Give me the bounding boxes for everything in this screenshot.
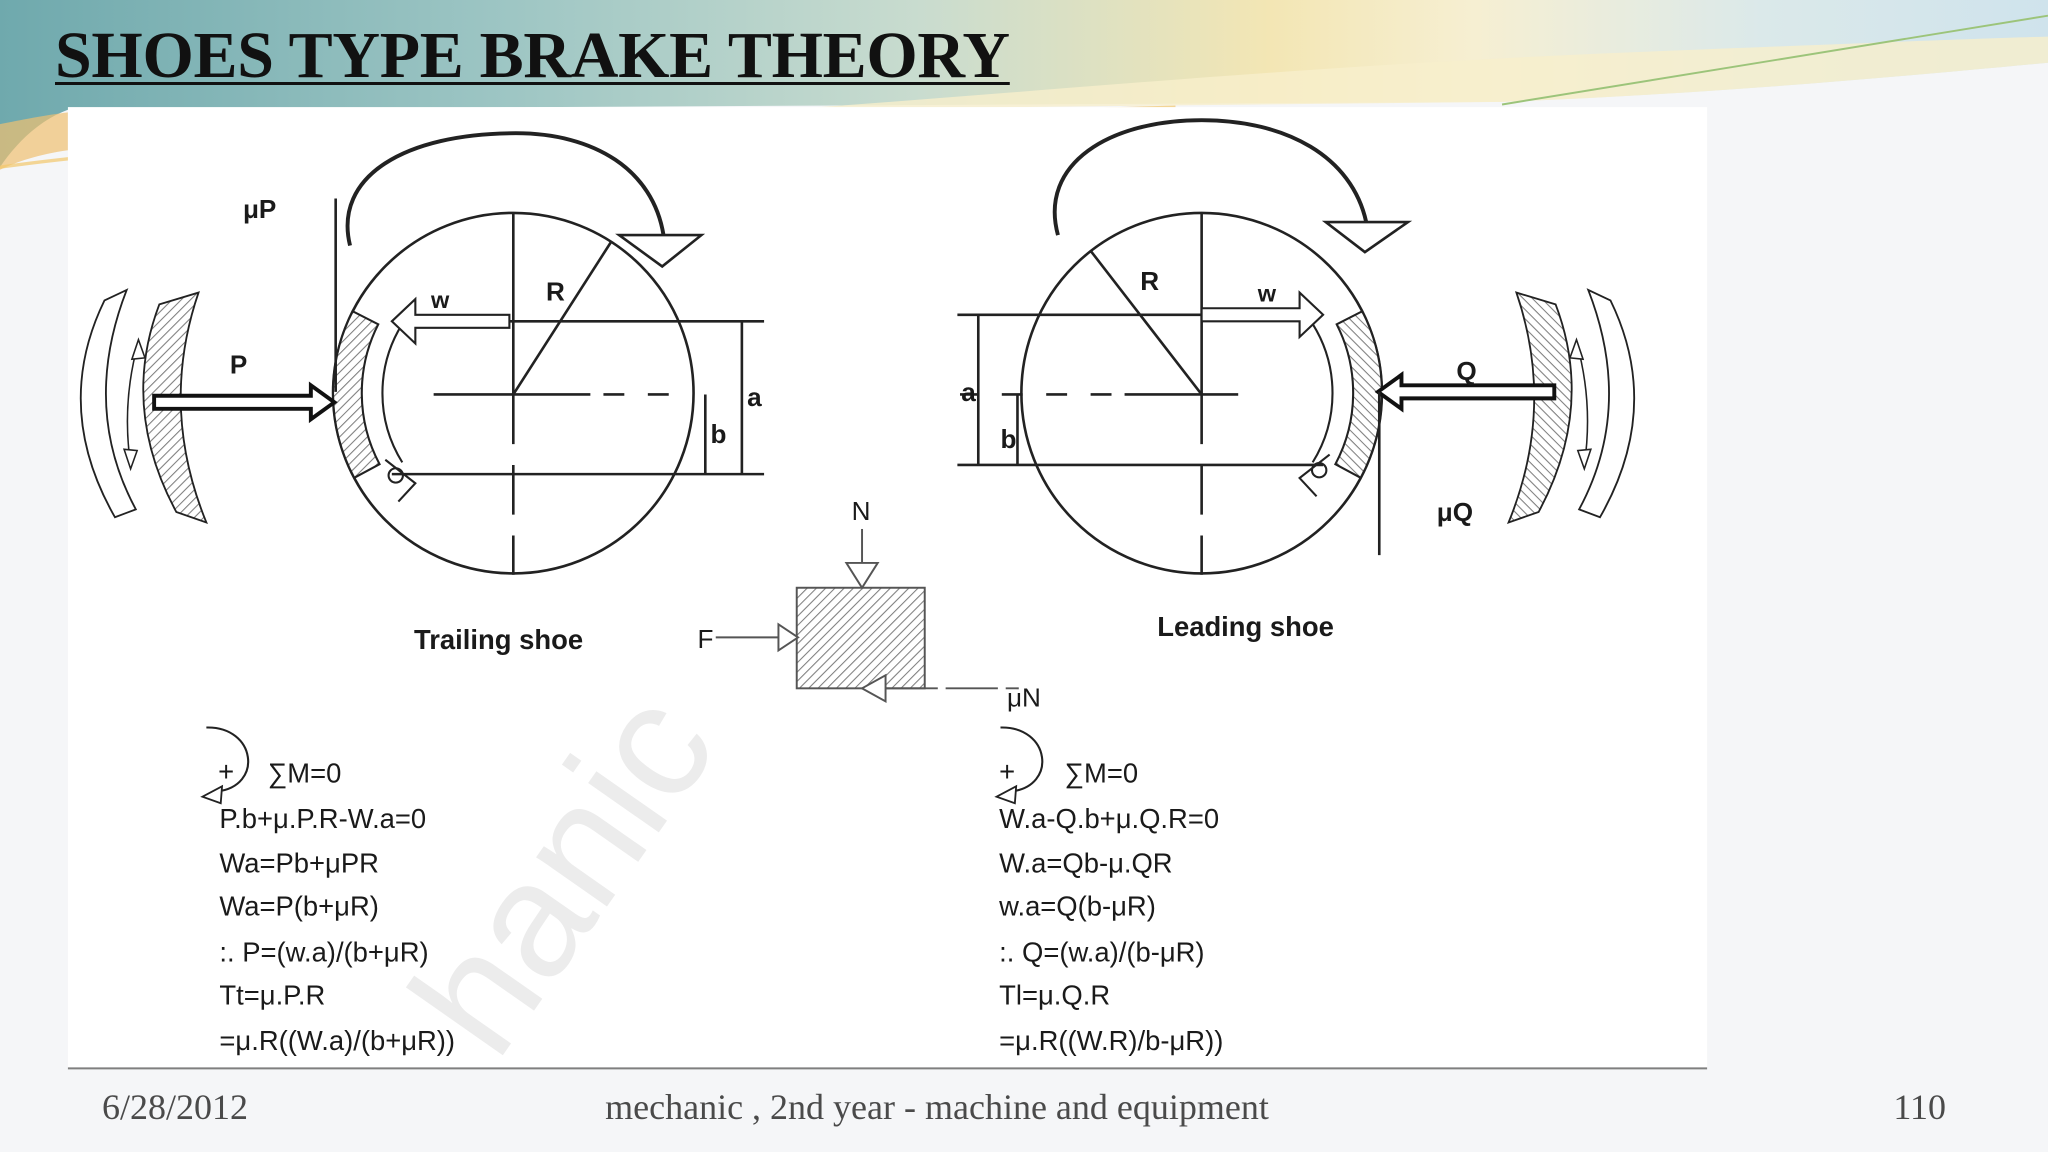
leading-radius-label: R	[1140, 266, 1159, 296]
leading-equations: + ∑M=0 W.a-Q.b+μ.Q.R=0 W.a=Qb-μ.QR w.a=Q…	[994, 726, 1223, 1056]
leading-shoe-geometry	[957, 211, 1636, 575]
leading-drum-rotation-arrow	[1052, 118, 1369, 236]
leading-moment-sum: ∑M=0	[1064, 757, 1138, 788]
footer-center-text: mechanic , 2nd year - machine and equipm…	[605, 1087, 1269, 1127]
trailing-rotation-hint-arrow-down	[122, 448, 139, 472]
free-body-block-diagram	[715, 528, 1019, 704]
leading-outer-shoe-hatched	[1506, 291, 1573, 524]
leading-moment-sign: +	[999, 756, 1015, 787]
leading-wear-label: w	[1257, 281, 1277, 307]
leading-wear-direction-arrow	[1200, 290, 1325, 340]
leading-drum-rotation-arrowhead	[1321, 220, 1413, 254]
trailing-drum-rotation-arrow	[345, 131, 666, 247]
trailing-equation-line: Tt=μ.P.R	[219, 979, 325, 1010]
leading-outer-shoe-outline	[1577, 288, 1636, 519]
leading-pivot-bracket	[1298, 453, 1331, 498]
leading-dimension-a-label: a	[961, 377, 976, 407]
trailing-dimension-b-label: b	[711, 419, 727, 449]
friction-block	[795, 586, 926, 690]
trailing-radius-line	[512, 240, 613, 396]
trailing-equation-line: Wa=P(b+μR)	[219, 891, 378, 922]
trailing-moment-sign-arrowhead	[200, 784, 224, 805]
trailing-pivot-bracket	[384, 458, 417, 503]
trailing-shoe-web	[381, 323, 404, 463]
leading-equation-line: W.a-Q.b+μ.Q.R=0	[999, 803, 1219, 834]
applied-force-arrowhead	[777, 622, 800, 653]
leading-moment-sign-arrow	[1000, 726, 1044, 793]
leading-actuating-force-label: Q	[1456, 356, 1476, 386]
header-cream-swoosh	[783, 36, 2048, 110]
normal-force-label: N	[852, 496, 871, 526]
footer-date: 6/28/2012	[102, 1087, 249, 1127]
trailing-equation-line: =μ.R((W.a)/(b+μR))	[219, 1025, 455, 1056]
trailing-wear-label: w	[430, 287, 450, 313]
leading-equation-line: w.a=Q(b-μR)	[998, 891, 1156, 922]
block-friction-arrowhead	[860, 673, 887, 704]
footer-page-number: 110	[1893, 1087, 1946, 1127]
header-green-streak	[1501, 14, 2048, 106]
slide-title: SHOES TYPE BRAKE THEORY	[55, 19, 1010, 92]
trailing-wear-direction-arrow	[390, 296, 511, 346]
leading-rotation-hint-arrow-up	[1568, 337, 1585, 361]
trailing-equation-line: :. P=(w.a)/(b+μR)	[219, 936, 428, 967]
leading-shoe-lining-hatched	[1333, 309, 1383, 480]
trailing-radius-label: R	[546, 276, 565, 306]
applied-force-label: F	[697, 624, 713, 654]
trailing-moment-sign-arrow	[206, 726, 250, 793]
leading-equation-line: Tl=μ.Q.R	[999, 979, 1110, 1010]
trailing-moment-sum: ∑M=0	[268, 757, 342, 788]
leading-rotation-hint-arrow-down	[1576, 448, 1592, 472]
trailing-equations: + ∑M=0 P.b+μ.P.R-W.a=0 Wa=Pb+μPR Wa=P(b+…	[200, 726, 455, 1056]
trailing-outer-shoe-outline	[79, 288, 138, 519]
leading-actuating-force-arrow	[1374, 371, 1557, 413]
normal-force-arrowhead	[844, 561, 880, 590]
leading-radius-line	[1089, 249, 1203, 396]
trailing-equation-line: P.b+μ.P.R-W.a=0	[219, 803, 426, 834]
leading-equation-line: :. Q=(w.a)/(b-μR)	[999, 936, 1204, 967]
trailing-actuating-force-arrow	[152, 381, 338, 424]
trailing-actuating-force-label: P	[230, 350, 247, 380]
leading-equation-line: W.a=Qb-μ.QR	[999, 847, 1172, 878]
trailing-shoe-caption: Trailing shoe	[414, 624, 583, 655]
trailing-equation-line: Wa=Pb+μPR	[219, 847, 378, 878]
block-friction-label: μN	[1007, 683, 1041, 713]
trailing-rotation-hint-arrow-up	[130, 337, 147, 361]
leading-shoe-caption: Leading shoe	[1157, 611, 1334, 642]
trailing-moment-sign: +	[218, 756, 234, 787]
trailing-dimension-a-label: a	[747, 382, 762, 412]
trailing-shoe-geometry	[79, 211, 765, 575]
leading-dimension-b-label: b	[1000, 424, 1016, 454]
trailing-friction-force-label: μP	[243, 194, 276, 224]
header-orange-swoosh	[0, 112, 68, 170]
header-band	[0, 0, 2048, 168]
trailing-drum-rotation-arrowhead	[615, 233, 706, 269]
leading-friction-force-label: μQ	[1437, 497, 1473, 527]
leading-moment-sign-arrowhead	[994, 784, 1018, 805]
leading-shoe-web	[1311, 323, 1334, 463]
leading-equation-line: =μ.R((W.R)/b-μR))	[999, 1025, 1223, 1056]
